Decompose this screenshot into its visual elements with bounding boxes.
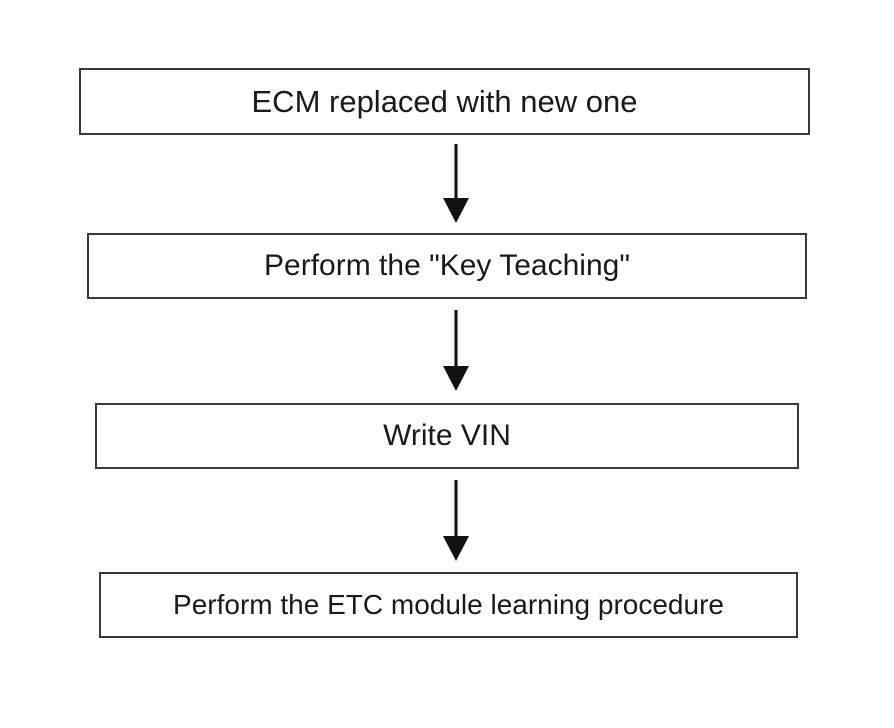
step-write-vin: Write VIN [95,403,799,469]
step-etc-learning: Perform the ETC module learning procedur… [99,572,798,638]
step-label: Perform the "Key Teaching" [264,249,630,282]
step-label: ECM replaced with new one [251,83,638,119]
step-key-teaching: Perform the "Key Teaching" [87,233,807,299]
arrow-3 [443,480,469,561]
step-label: Write VIN [383,419,511,452]
arrow-2 [443,310,469,391]
arrow-1 [443,144,469,223]
arrow-1-head [443,198,469,223]
arrow-3-head [443,536,469,561]
step-ecm-replaced: ECM replaced with new one [79,68,810,135]
step-label: Perform the ETC module learning procedur… [173,589,724,620]
arrow-2-head [443,366,469,391]
